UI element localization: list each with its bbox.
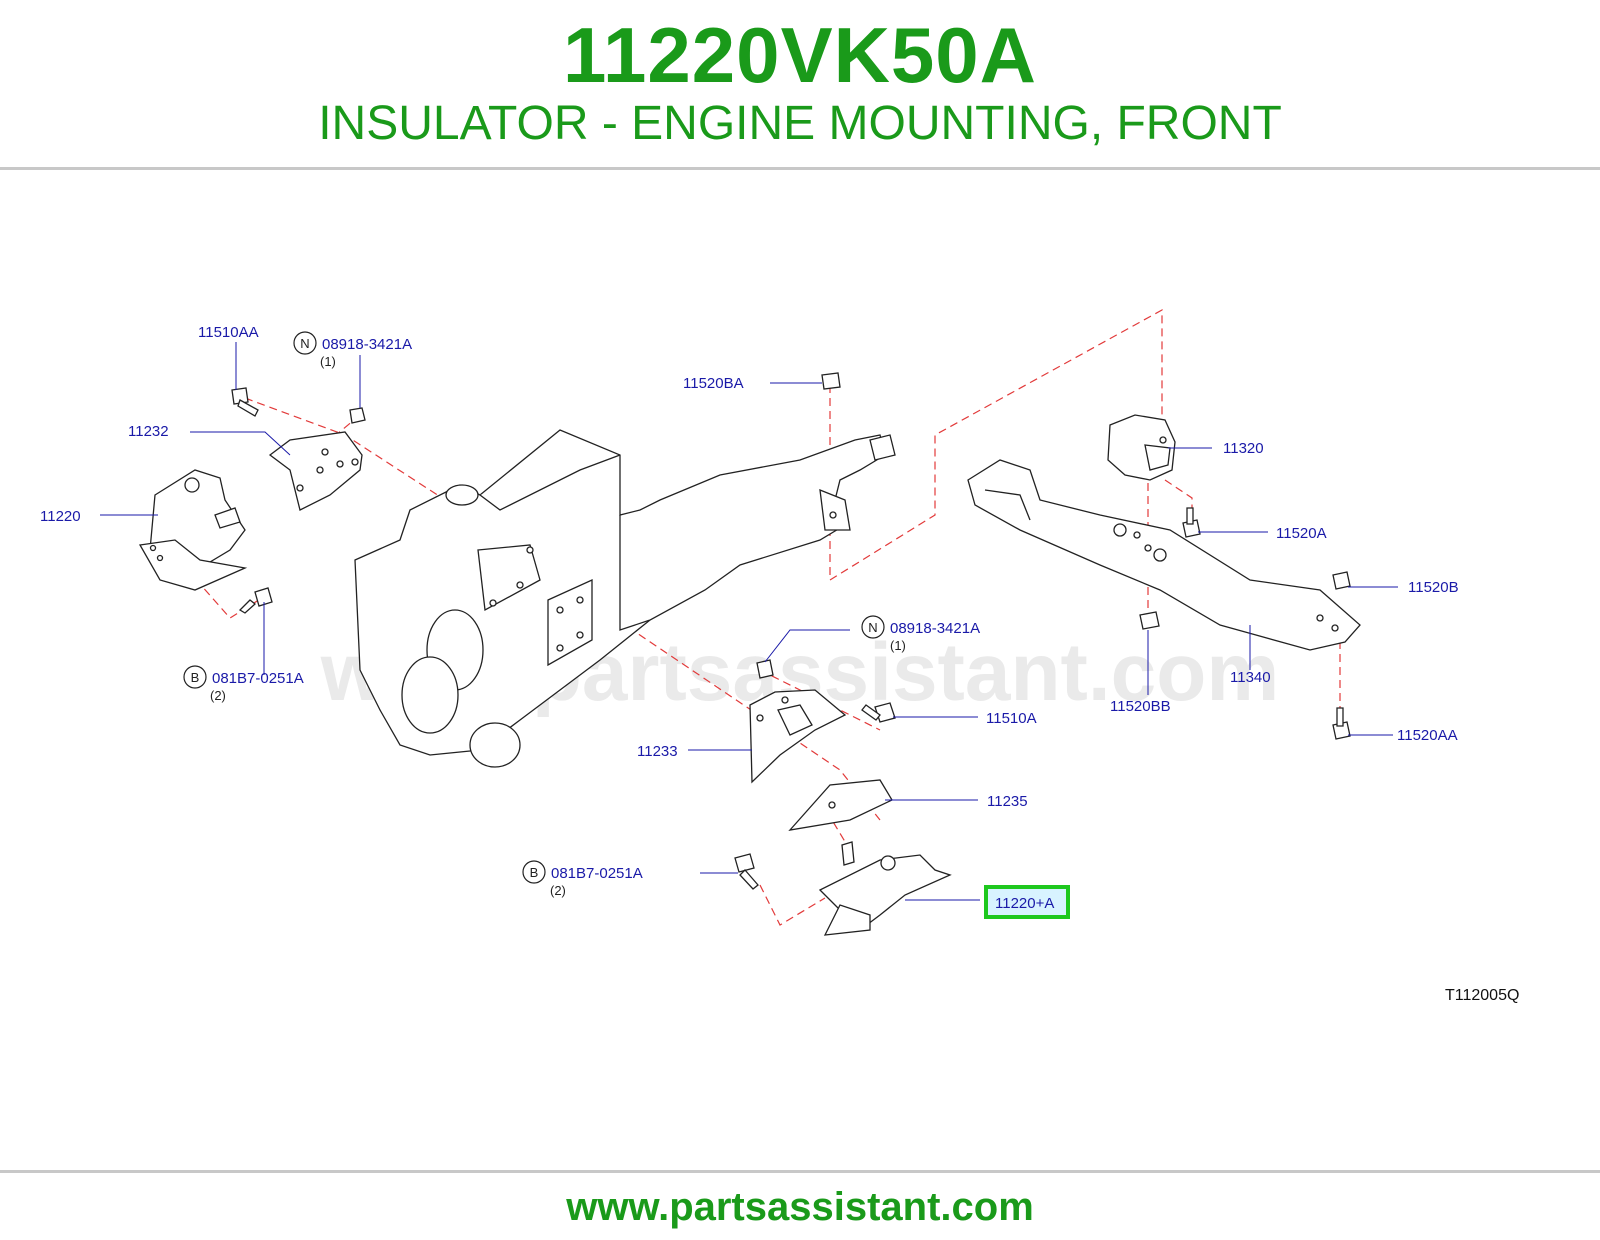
qty-081b7-bottom: (2)	[550, 883, 566, 898]
svg-text:B: B	[191, 670, 200, 685]
marker-n-mid: N	[861, 615, 885, 639]
callout-11520aa[interactable]: 11520AA	[1397, 727, 1458, 744]
marker-b-bottom: B	[522, 860, 546, 884]
svg-text:11220+A: 11220+A	[995, 895, 1054, 912]
callout-11520bb[interactable]: 11520BB	[1110, 698, 1171, 715]
qty-081b7-left: (2)	[210, 688, 226, 703]
bracket-11232	[268, 431, 363, 511]
svg-text:N: N	[868, 620, 877, 635]
callout-11510a[interactable]: 11510A	[986, 710, 1037, 727]
insulator-11220-left	[138, 469, 248, 591]
callout-08918-3421a-top[interactable]: 08918-3421A	[322, 336, 412, 353]
assembly-lines	[169, 308, 1341, 926]
diagram-reference-code: T112005Q	[1445, 987, 1519, 1004]
leader-lines	[100, 342, 1398, 901]
callout-11520ba[interactable]: 11520BA	[683, 375, 744, 392]
callout-11520b[interactable]: 11520B	[1408, 579, 1459, 596]
footer-divider	[0, 1170, 1600, 1173]
callout-081b7-0251a-bottom[interactable]: 081B7-0251A	[551, 865, 643, 882]
callout-11233[interactable]: 11233	[637, 743, 678, 760]
parts-diagram: www.partsassistant.com	[0, 170, 1600, 1170]
marker-n-top: N	[293, 331, 317, 355]
qty-08918-mid: (1)	[890, 638, 906, 653]
crossmember-11340	[967, 459, 1361, 651]
hardware-fasteners	[231, 372, 1351, 890]
bracket-11233	[749, 689, 847, 784]
insulator-11220a	[818, 854, 952, 936]
callout-11220a-highlighted[interactable]: 11220+A	[984, 885, 1070, 919]
callout-11510aa-top[interactable]: 11510AA	[198, 324, 259, 341]
plate-11235	[788, 779, 893, 831]
svg-text:N: N	[300, 336, 309, 351]
header-divider	[0, 167, 1600, 170]
callout-11320[interactable]: 11320	[1223, 440, 1264, 457]
callout-081b7-0251a-left[interactable]: 081B7-0251A	[212, 670, 304, 687]
page-title: 11220VK50A	[562, 11, 1038, 99]
callout-11220[interactable]: 11220	[40, 508, 81, 525]
qty-08918-top: (1)	[320, 354, 336, 369]
callout-08918-3421a-mid[interactable]: 08918-3421A	[890, 620, 980, 637]
callout-11520a[interactable]: 11520A	[1276, 525, 1327, 542]
engine-transmission	[354, 429, 896, 768]
marker-b-left: B	[183, 665, 207, 689]
callout-11340[interactable]: 11340	[1230, 669, 1271, 686]
mount-11320	[1107, 414, 1176, 481]
svg-text:B: B	[530, 865, 539, 880]
callout-11232[interactable]: 11232	[128, 423, 169, 440]
callout-11235[interactable]: 11235	[987, 793, 1028, 810]
part-name: INSULATOR - ENGINE MOUNTING, FRONT	[318, 97, 1282, 150]
footer-url[interactable]: www.partsassistant.com	[566, 1185, 1034, 1229]
